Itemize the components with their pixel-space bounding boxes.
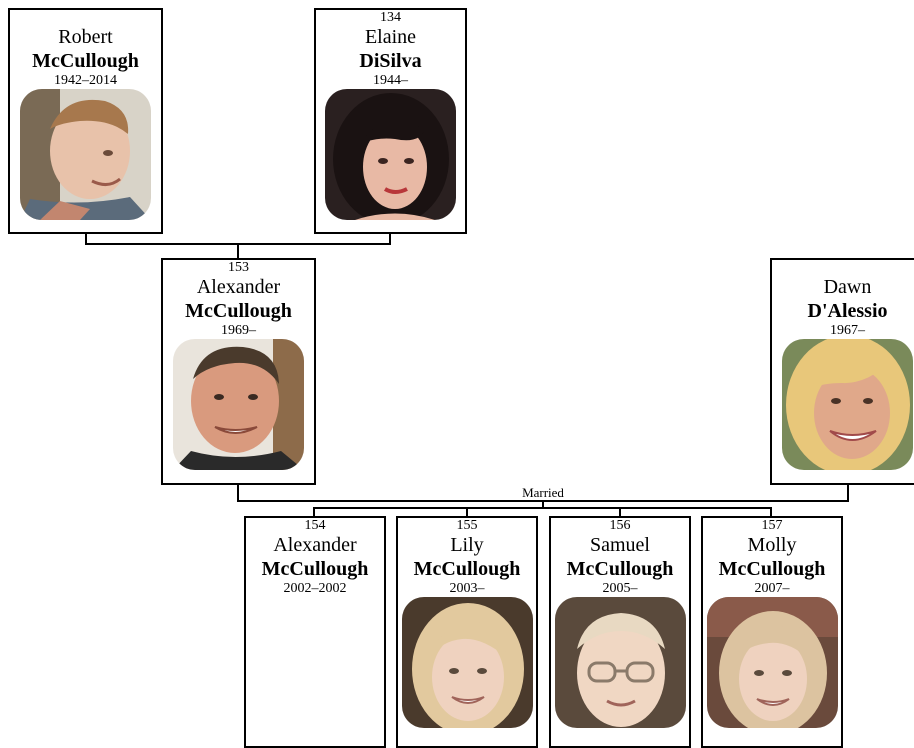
connector-line [542, 500, 544, 508]
life-years: 1942–2014 [54, 73, 117, 88]
life-years: 1944– [373, 73, 408, 88]
given-name: Alexander [273, 534, 357, 556]
connector-line [85, 233, 87, 245]
person-card-molly[interactable]: 157 Molly McCullough 2007– [701, 516, 843, 748]
married-label: Married [503, 486, 583, 500]
connector-line [313, 507, 772, 509]
surname: DiSilva [359, 50, 422, 72]
given-name: Robert [58, 26, 113, 48]
given-name: Samuel [590, 534, 650, 556]
life-years: 2007– [754, 581, 790, 596]
life-years: 1969– [221, 323, 256, 338]
surname: McCullough [413, 558, 521, 580]
life-years: 2003– [449, 581, 485, 596]
person-card-elaine[interactable]: 134 Elaine DiSilva 1944– [314, 8, 467, 234]
connector-line [389, 233, 391, 245]
given-name: Dawn [823, 276, 872, 298]
connector-line [237, 484, 239, 502]
connector-line [847, 484, 849, 502]
surname: McCullough [185, 300, 292, 322]
portrait-boy-with-glasses-photo [554, 597, 686, 728]
person-card-alexander-jr[interactable]: 154 Alexander McCullough 2002–2002 [244, 516, 386, 748]
life-years: 2005– [602, 581, 638, 596]
given-name: Lily [450, 534, 484, 556]
portrait-young-man-photo [20, 89, 151, 220]
person-card-dawn[interactable]: Dawn D'Alessio 1967– [770, 258, 914, 485]
connector-line [237, 243, 239, 259]
person-id: 154 [304, 518, 326, 533]
person-id [10, 10, 161, 25]
connector-line [619, 507, 621, 516]
given-name: Molly [747, 534, 797, 556]
person-id: 155 [456, 518, 478, 533]
person-id [772, 260, 914, 275]
person-card-alexander-sr[interactable]: 153 Alexander McCullough 1969– [161, 258, 316, 485]
connector-line [313, 507, 315, 516]
life-years: 1967– [830, 323, 865, 338]
surname: McCullough [718, 558, 826, 580]
life-years: 2002–2002 [283, 581, 347, 596]
person-card-lily[interactable]: 155 Lily McCullough 2003– [396, 516, 538, 748]
given-name: Alexander [196, 276, 281, 298]
connector-line [770, 507, 772, 516]
portrait-blonde-woman-photo [782, 339, 913, 470]
surname: McCullough [261, 558, 369, 580]
portrait-dark-haired-woman-photo [325, 89, 456, 220]
surname: McCullough [566, 558, 674, 580]
surname: McCullough [32, 50, 139, 72]
person-id: 153 [228, 260, 249, 275]
portrait-blonde-girl-photo [401, 597, 533, 728]
person-id: 134 [380, 10, 401, 25]
portrait-smiling-man-photo [173, 339, 304, 470]
person-card-robert[interactable]: Robert McCullough 1942–2014 [8, 8, 163, 234]
given-name: Elaine [364, 26, 417, 48]
person-id: 157 [761, 518, 783, 533]
connector-line [466, 507, 468, 516]
person-id: 156 [609, 518, 631, 533]
surname: D'Alessio [807, 300, 888, 322]
portrait-young-girl-photo [706, 597, 838, 728]
person-card-samuel[interactable]: 156 Samuel McCullough 2005– [549, 516, 691, 748]
